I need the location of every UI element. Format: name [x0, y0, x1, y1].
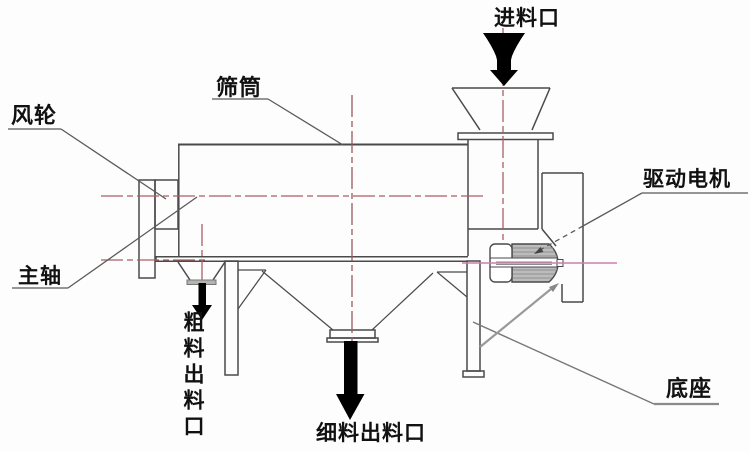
label-fine-outlet: 细料出料口	[316, 421, 426, 445]
support-legs	[224, 260, 485, 378]
drum-body	[178, 140, 469, 257]
leader-wind-wheel	[8, 128, 167, 200]
feed-flow-arrow	[483, 33, 525, 86]
feed-hopper	[451, 87, 554, 230]
leader-drive-motor	[534, 192, 748, 254]
label-sieve-drum: 筛筒	[216, 75, 262, 100]
label-coarse-outlet: 粗料出料口	[181, 311, 205, 441]
label-main-shaft: 主轴	[18, 264, 62, 288]
base-plate	[155, 256, 468, 262]
leader-base	[472, 321, 719, 406]
leader-main-shaft	[12, 196, 198, 289]
leader-mount-arrow	[479, 283, 559, 348]
fine-outlet-funnel	[261, 270, 434, 343]
leader-sieve-drum	[212, 98, 344, 146]
coarse-outlet-hopper	[177, 261, 226, 281]
centerlines	[101, 28, 504, 341]
coarse-outlet-arrow	[192, 283, 212, 320]
label-base: 底座	[666, 376, 712, 401]
fine-outlet-arrow	[336, 341, 365, 420]
wind-wheel-assembly	[138, 179, 179, 279]
label-wind-wheel: 风轮	[11, 103, 57, 128]
label-feed-inlet: 进料口	[494, 6, 560, 30]
label-drive-motor: 驱动电机	[643, 167, 731, 191]
motor-mount-bracket	[541, 172, 584, 303]
